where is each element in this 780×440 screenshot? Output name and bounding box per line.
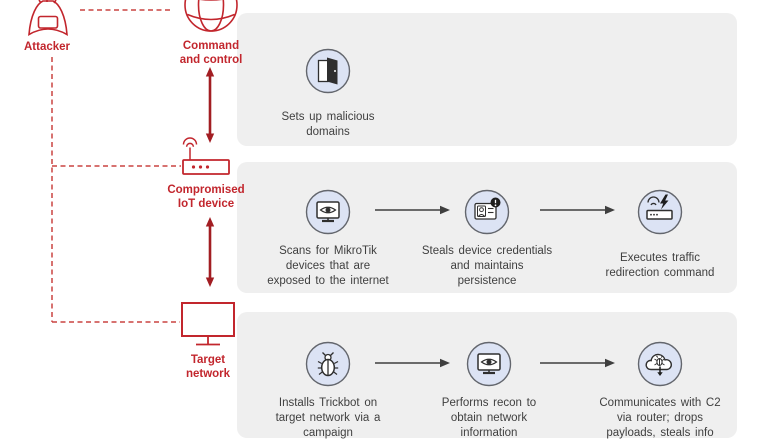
step-traffic-redirection: Executes traffic redirection command <box>580 189 740 289</box>
c2-iot-double-arrow <box>205 67 215 143</box>
step-label: Steals device credentials and maintains … <box>421 244 553 287</box>
cloud-c2-icon <box>637 341 683 387</box>
attacker-label: Attacker <box>23 41 71 53</box>
step-label: Executes traffic redirection command <box>605 252 715 279</box>
command-and-control-label: Command and control <box>179 40 243 66</box>
step-steals-credentials: Steals device credentials and maintains … <box>407 189 567 289</box>
compromised-iot-device-label: Compromised IoT device <box>167 184 245 210</box>
step-sets-up-malicious-domains: Sets up malicious domains <box>248 48 408 148</box>
router-lightning-icon <box>637 189 683 235</box>
step-label: Performs recon to obtain network informa… <box>441 396 537 439</box>
bug-icon <box>305 341 351 387</box>
target-network-monitor-icon <box>181 302 235 346</box>
credentials-alert-icon <box>464 189 510 235</box>
step-installs-trickbot: Installs Trickbot on target network via … <box>248 341 408 440</box>
scan-monitor-icon <box>305 189 351 235</box>
target-network-label: Target network <box>185 354 231 380</box>
attacker-icon <box>28 0 68 36</box>
command-and-control-globe-icon <box>184 0 238 32</box>
iot-target-double-arrow <box>205 217 215 287</box>
recon-monitor-icon <box>466 341 512 387</box>
step-performs-recon: Performs recon to obtain network informa… <box>409 341 569 440</box>
step-label: Scans for MikroTik devices that are expo… <box>267 244 389 287</box>
step-label: Communicates with C2 via router; drops p… <box>599 396 721 439</box>
step-scans-mikrotik: Scans for MikroTik devices that are expo… <box>248 189 408 289</box>
door-icon <box>305 48 351 94</box>
compromised-iot-router-icon <box>182 137 230 175</box>
step-communicates-c2: Communicates with C2 via router; drops p… <box>580 341 740 440</box>
step-label: Sets up malicious domains <box>281 111 375 138</box>
step-label: Installs Trickbot on target network via … <box>275 396 381 439</box>
